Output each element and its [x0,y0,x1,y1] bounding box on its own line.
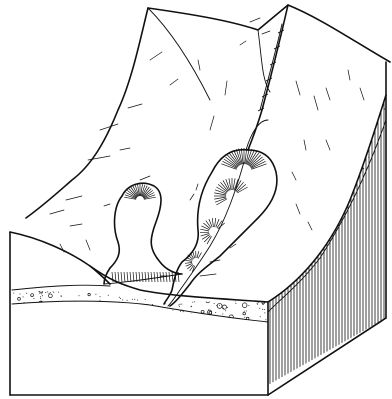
sand-stipple-right [267,90,387,321]
gravel-layer-top [12,285,110,290]
small-landslide [104,183,182,284]
slope-texture-lines [50,8,364,276]
gravel-layer-bottom [12,301,268,322]
right-face-hatching [270,80,384,399]
flow-lobe-hatching [185,148,267,272]
scarp-ticks [258,30,284,111]
small-slide-hatching [112,184,179,282]
landslide-channel [164,5,288,306]
